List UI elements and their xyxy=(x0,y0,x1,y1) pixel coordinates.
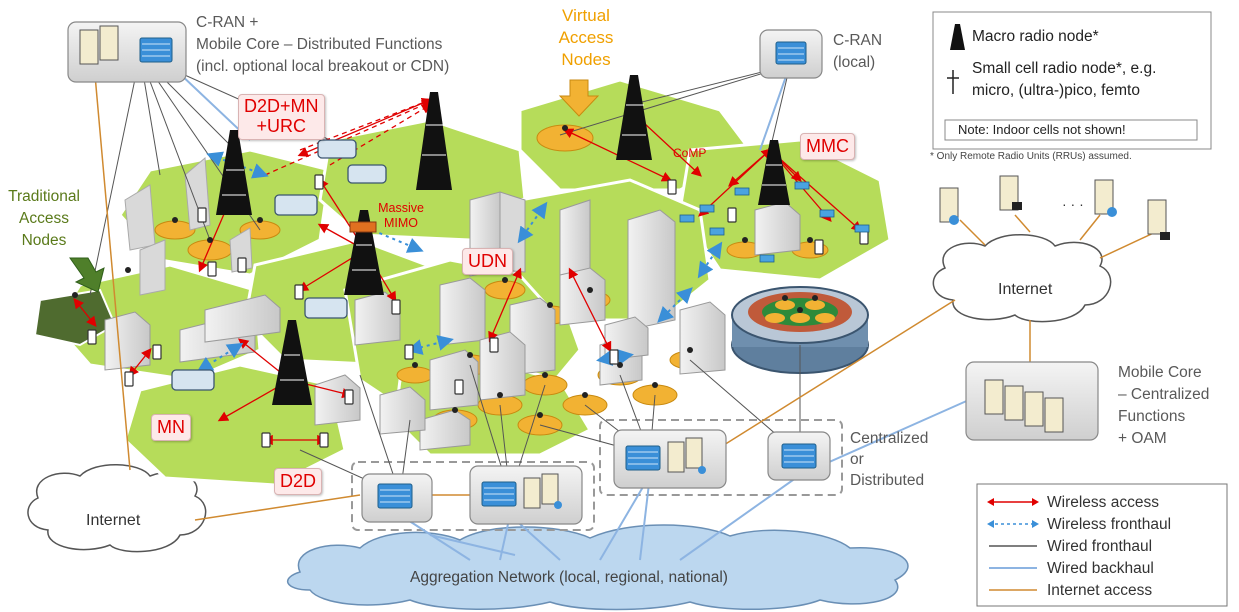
legend-row: Wireless fronthaul xyxy=(977,514,1227,536)
legend-line-sample xyxy=(989,589,1037,591)
cran-core-label-2: Mobile Core – Distributed Functions xyxy=(196,36,443,53)
d2d-mn-urc-line-1: D2D+MN xyxy=(244,96,319,116)
massive-mimo-label-2: MIMO xyxy=(383,216,419,230)
traditional-nodes-label-3: Nodes xyxy=(21,232,67,249)
internet-cloud-right xyxy=(932,234,1112,323)
legend-line-sample xyxy=(987,498,1039,506)
central-core-label-3: Functions xyxy=(1118,408,1186,425)
legend-line-sample xyxy=(989,545,1037,547)
legend-note-label: Note: Indoor cells not shown! xyxy=(958,122,1126,137)
legend-row-label: Wired backhaul xyxy=(1047,560,1154,577)
traditional-nodes-arrow xyxy=(69,257,105,293)
rru-note-label: * Only Remote Radio Units (RRUs) assumed… xyxy=(930,151,1132,162)
d2d-mn-urc-tag: D2D+MN +URC xyxy=(238,94,325,140)
udn-tag: UDN xyxy=(462,248,513,275)
ellipsis-label: · · · xyxy=(1062,196,1084,212)
centralized-label-1: Centralized xyxy=(850,430,929,447)
link-legend-box xyxy=(976,483,1228,607)
internet-label-right: Internet xyxy=(998,281,1053,298)
legend-row-label: Wireless fronthaul xyxy=(1047,516,1172,533)
cran-local-label-1: C-RAN xyxy=(833,32,883,49)
centralized-label-3: Distributed xyxy=(850,472,925,489)
virtual-nodes-label-3: Nodes xyxy=(561,50,611,69)
central-core-label-1: Mobile Core xyxy=(1118,364,1202,381)
virtual-nodes-label-1: Virtual xyxy=(562,6,610,25)
virtual-nodes-label-2: Access xyxy=(558,28,614,47)
cran-local-label-2: (local) xyxy=(833,54,876,71)
legend-row: Wired backhaul xyxy=(977,558,1227,580)
legend-row: Wireless access xyxy=(977,492,1227,514)
internet-label-left: Internet xyxy=(86,512,141,529)
legend-row-label: Wireless access xyxy=(1047,494,1159,511)
virtual-nodes-arrow xyxy=(558,79,600,117)
legend-row: Wired fronthaul xyxy=(977,536,1227,558)
central-core-label-2: – Centralized xyxy=(1118,386,1210,403)
mn-tag: MN xyxy=(151,414,191,441)
aggregation-network-label: Aggregation Network (local, regional, na… xyxy=(410,569,728,586)
macro-towers xyxy=(216,75,790,405)
central-core-label-4: + OAM xyxy=(1118,430,1167,447)
d2d-mn-urc-line-2: +URC xyxy=(256,115,307,136)
traditional-nodes-label-2: Access xyxy=(19,210,69,227)
legend-row: Internet access xyxy=(977,580,1227,602)
legend-line-sample xyxy=(989,567,1037,569)
cran-core-label-1: C-RAN + xyxy=(196,14,259,31)
legend-row-label: Internet access xyxy=(1047,582,1153,599)
centralized-label-2: or xyxy=(850,451,864,468)
legend-small-label-2: micro, (ultra-)pico, femto xyxy=(972,82,1140,99)
traditional-nodes-label-1: Traditional xyxy=(8,188,80,205)
legend-small-label-1: Small cell radio node*, e.g. xyxy=(972,60,1157,77)
comp-label: CoMP xyxy=(673,146,707,160)
aggregation-cloud xyxy=(287,524,909,611)
mmc-tag: MMC xyxy=(800,133,855,160)
cran-core-label-3: (incl. optional local breakout or CDN) xyxy=(196,58,450,75)
legend-line-sample xyxy=(987,520,1039,528)
d2d-tag: D2D xyxy=(274,468,323,495)
node-legend-box xyxy=(932,11,1212,150)
massive-mimo-label-1: Massive xyxy=(378,201,424,215)
legend-row-label: Wired fronthaul xyxy=(1047,538,1153,555)
legend-macro-label: Macro radio node* xyxy=(972,28,1099,45)
